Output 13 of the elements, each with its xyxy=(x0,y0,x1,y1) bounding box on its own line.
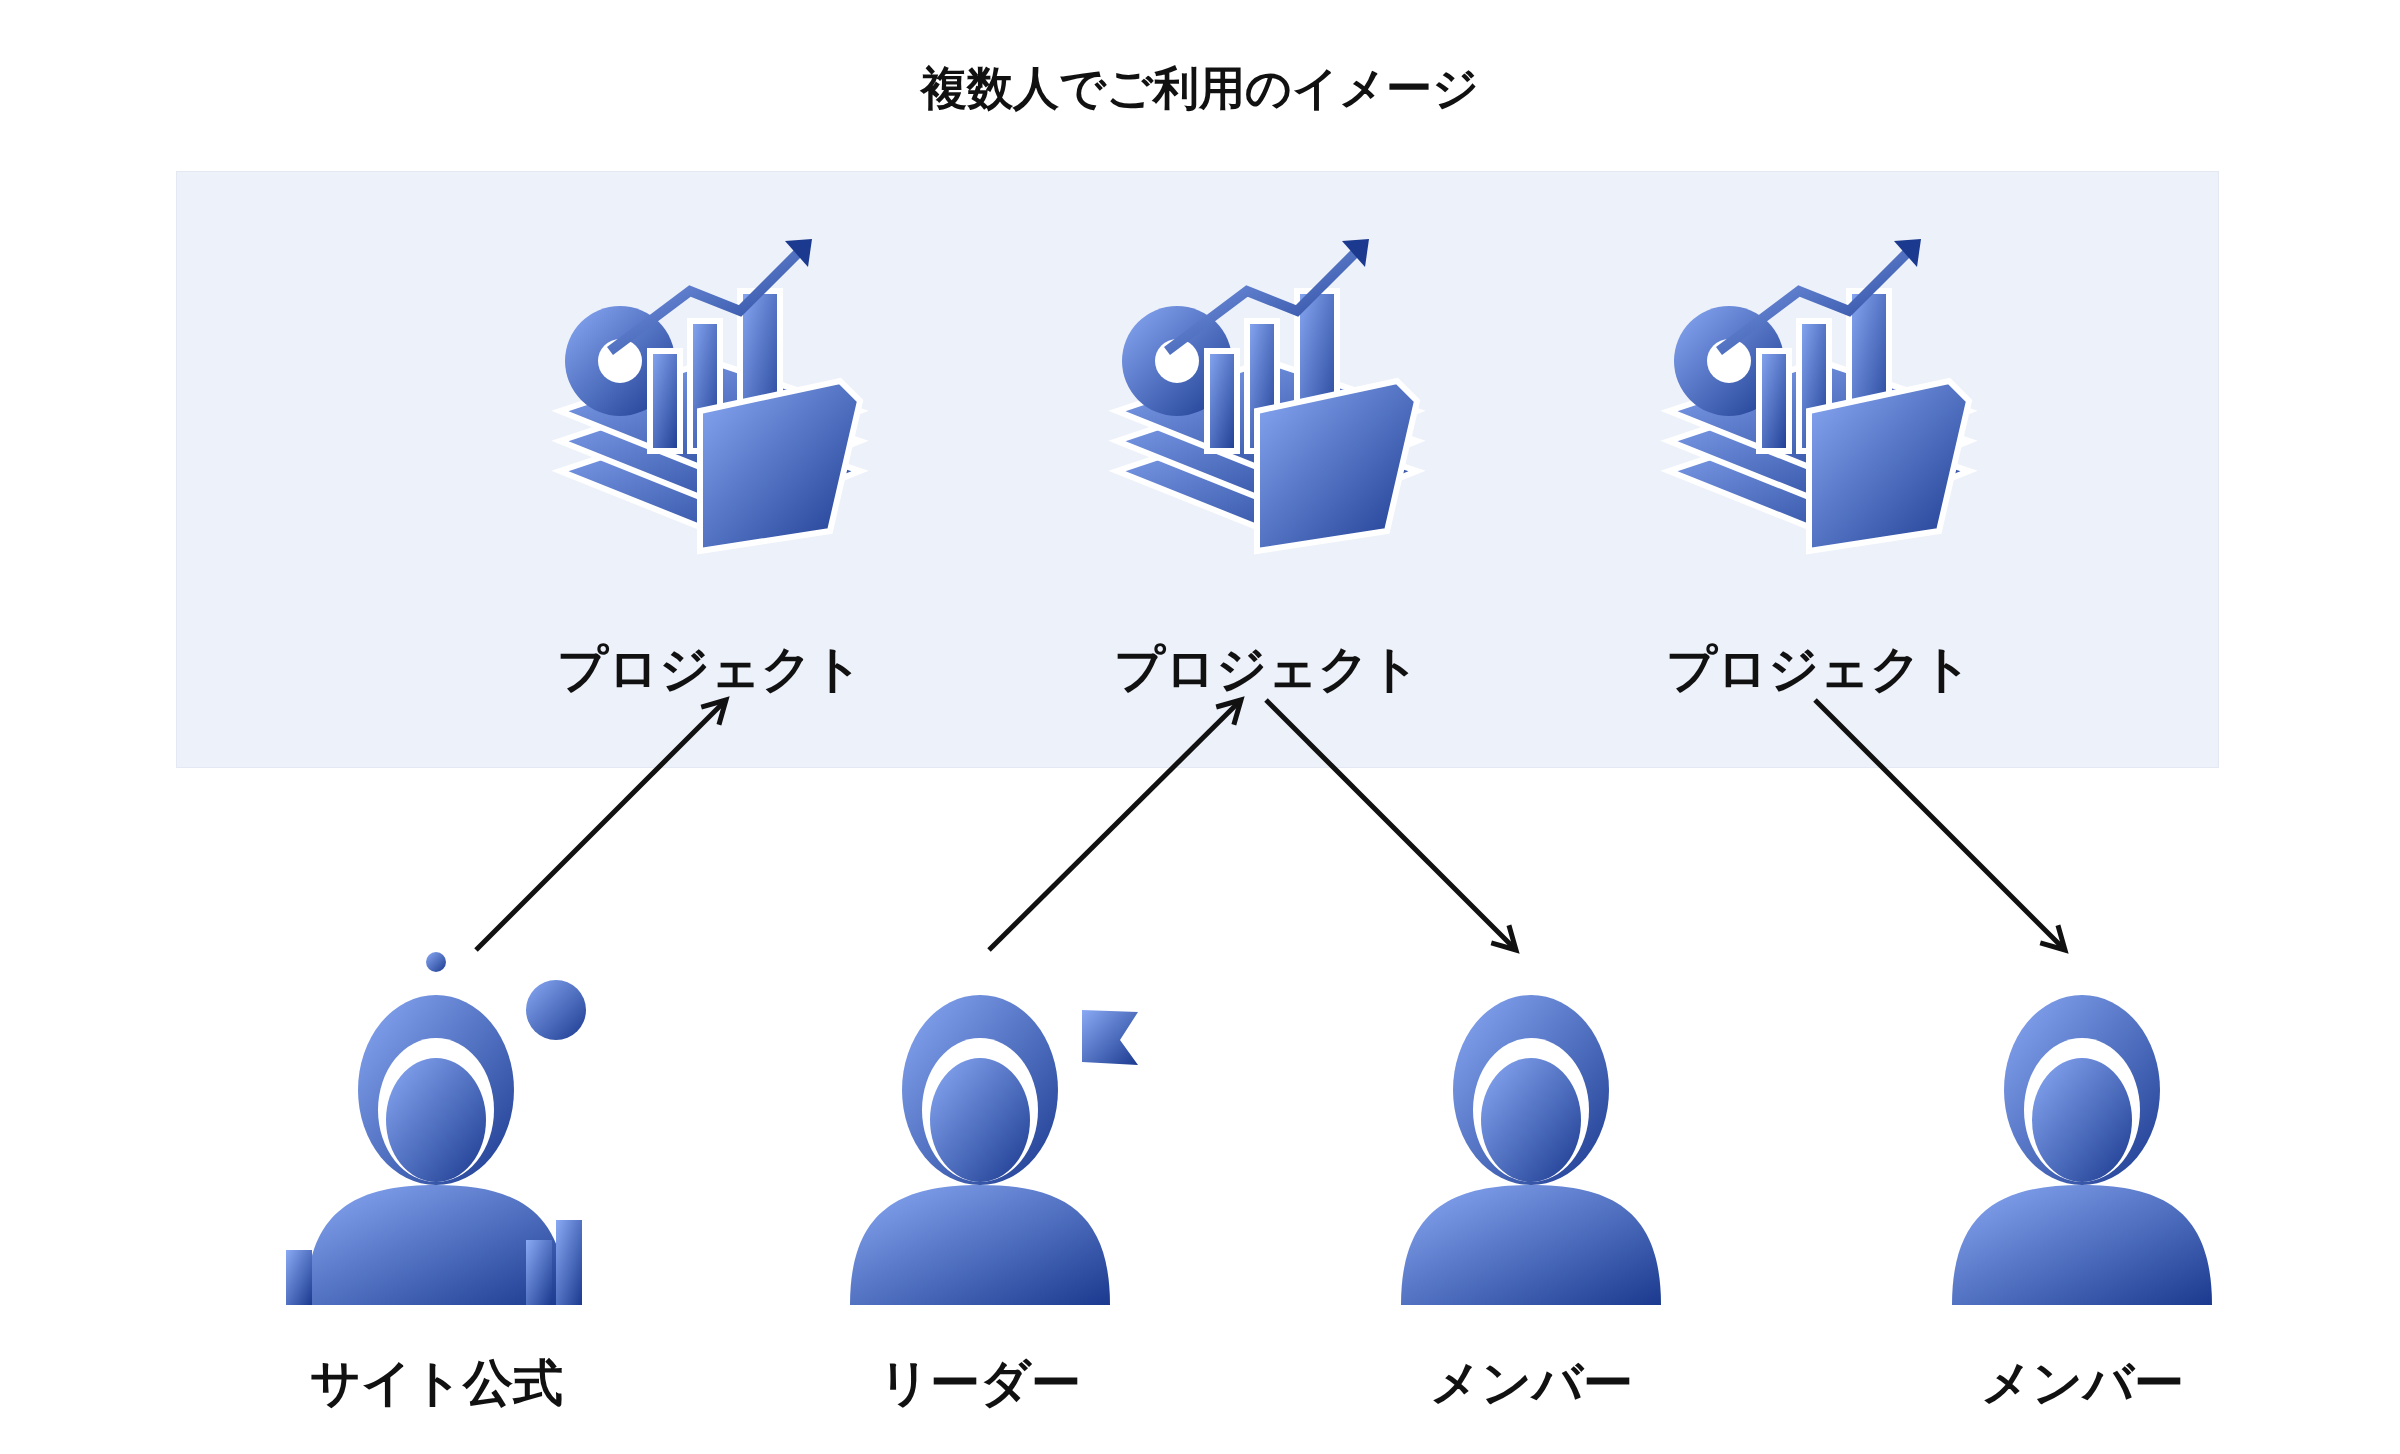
arrow xyxy=(1264,698,1519,953)
node-label: プロジェクト xyxy=(1665,639,1973,700)
node-label: サイト公式 xyxy=(308,1353,564,1414)
node-label: プロジェクト xyxy=(556,639,864,700)
arrow xyxy=(1813,698,2068,953)
arrow xyxy=(474,697,729,952)
node-label: メンバー xyxy=(1428,1353,1634,1414)
node-label: メンバー xyxy=(1979,1353,2185,1414)
node-label: リーダー xyxy=(878,1353,1082,1414)
panel-background xyxy=(176,171,2219,768)
diagram-title: 複数人でご利用のイメージ xyxy=(919,60,1480,117)
arrow xyxy=(987,697,1244,952)
node-label: プロジェクト xyxy=(1113,639,1421,700)
